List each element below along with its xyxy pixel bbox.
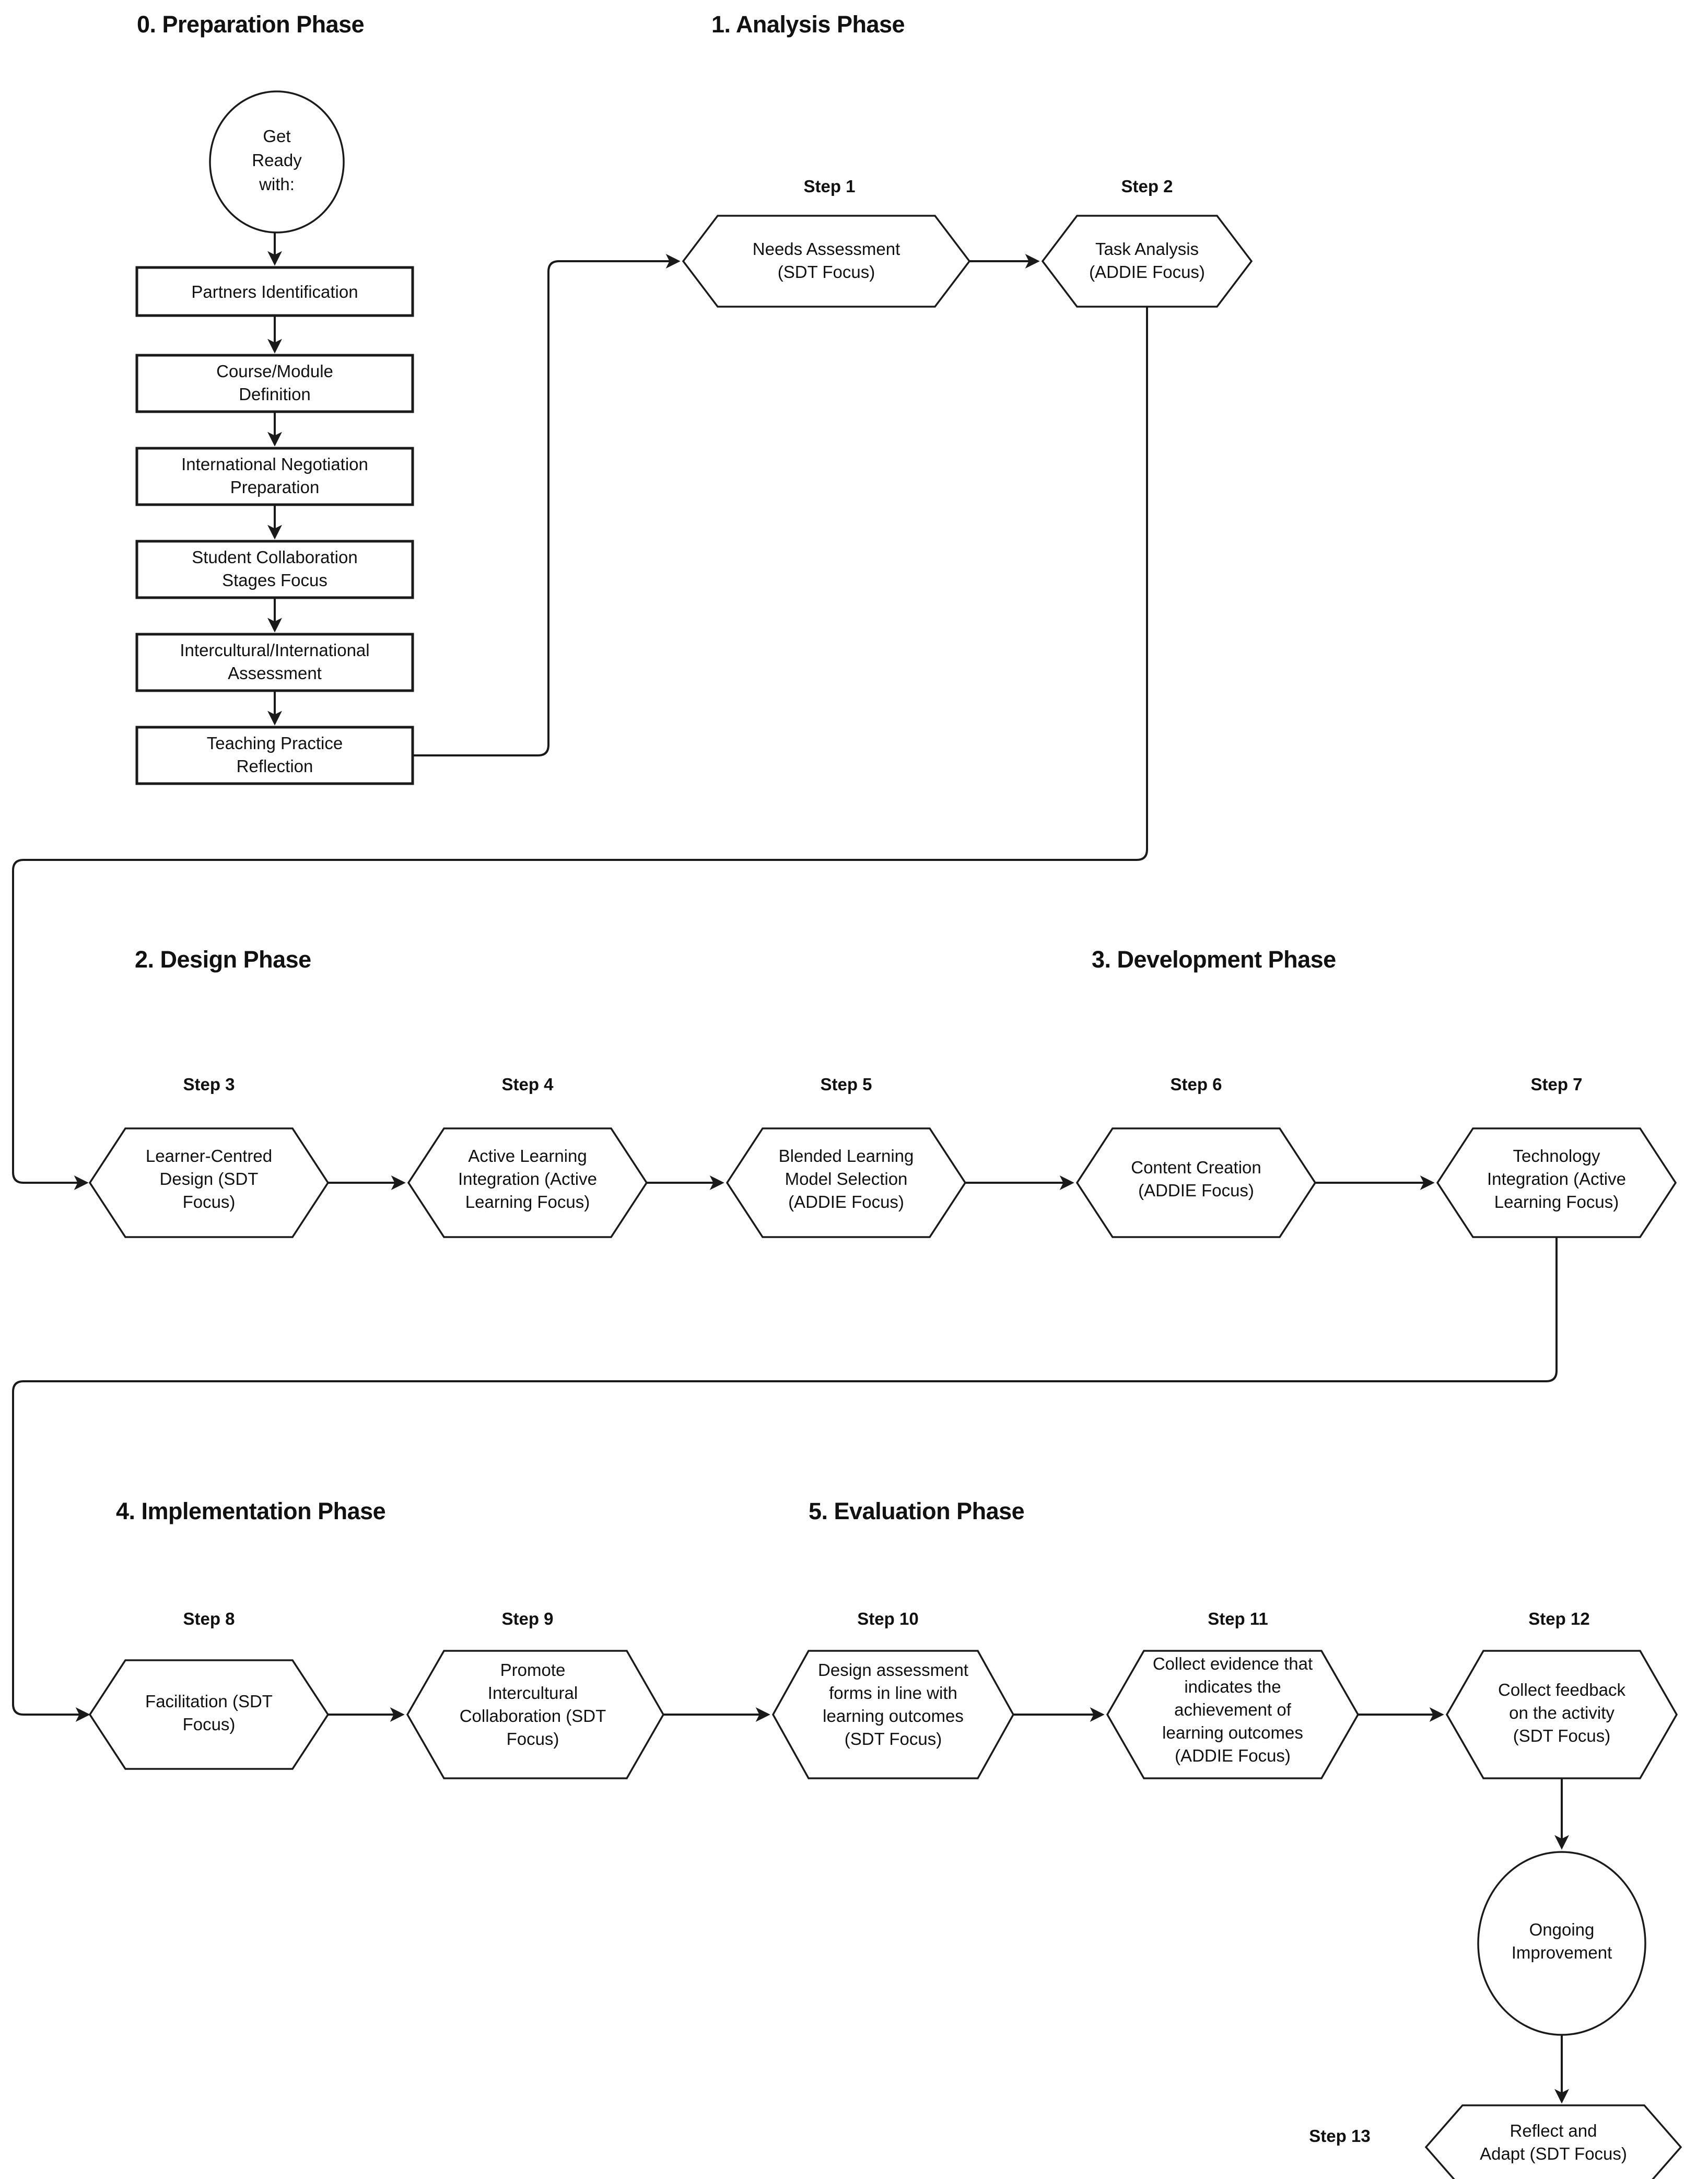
- prep-box-3-line-2: Preparation: [230, 477, 320, 497]
- step-11-line-5: (ADDIE Focus): [1175, 1746, 1291, 1765]
- phase-title-analysis: 1. Analysis Phase: [711, 11, 905, 38]
- step-4-title: Step 4: [501, 1075, 554, 1094]
- prep-box-course-module-definition[interactable]: Course/Module Definition: [135, 354, 414, 413]
- prep-box-5-line-2: Assessment: [228, 663, 322, 683]
- prep-box-teaching-practice-reflection[interactable]: Teaching Practice Reflection: [135, 726, 414, 785]
- step-7-line-3: Learning Focus): [1494, 1192, 1619, 1211]
- step-12-title: Step 12: [1528, 1609, 1589, 1628]
- step-4-line-3: Learning Focus): [465, 1192, 590, 1211]
- phase-title-evaluation: 5. Evaluation Phase: [809, 1498, 1024, 1524]
- step-13-node-reflect-and-adapt[interactable]: Reflect and Adapt (SDT Focus): [1424, 2104, 1682, 2179]
- step-8-line-2: Focus): [183, 1715, 236, 1734]
- step-3-line-1: Learner-Centred: [146, 1146, 272, 1166]
- step-9-title: Step 9: [501, 1609, 553, 1628]
- step-4-line-2: Integration (Active: [458, 1169, 597, 1188]
- step-13-title: Step 13: [1309, 2126, 1370, 2146]
- step-5-line-2: Model Selection: [785, 1169, 908, 1188]
- step-5-line-3: (ADDIE Focus): [788, 1192, 904, 1211]
- prep-box-partners-identification[interactable]: Partners Identification: [135, 266, 414, 317]
- step-6-line-2: (ADDIE Focus): [1138, 1181, 1254, 1200]
- ongoing-improvement-line-2: Improvement: [1512, 1943, 1612, 1962]
- step-11-line-4: learning outcomes: [1162, 1723, 1303, 1742]
- prep-box-6-line-2: Reflection: [237, 756, 313, 776]
- edge-step7-to-step8: [12, 1237, 1558, 1722]
- edge-step2-to-step3: [12, 307, 1148, 1190]
- step-9-node-promote-intercultural-collaboration[interactable]: Promote Intercultural Collaboration (SDT…: [406, 1650, 665, 1779]
- prep-box-6-line-1: Teaching Practice: [207, 733, 343, 753]
- prep-box-student-collaboration-stages-focus[interactable]: Student Collaboration Stages Focus: [135, 540, 414, 599]
- phase-title-implementation: 4. Implementation Phase: [116, 1498, 385, 1524]
- start-node-line-3: with:: [259, 174, 295, 194]
- step-8-title: Step 8: [183, 1609, 235, 1628]
- step-3-line-2: Design (SDT: [160, 1169, 259, 1188]
- phase-title-preparation: 0. Preparation Phase: [137, 11, 364, 38]
- step-12-line-2: on the activity: [1509, 1703, 1615, 1722]
- step-13-line-2: Adapt (SDT Focus): [1480, 2144, 1627, 2163]
- step-1-line-2: (SDT Focus): [778, 262, 875, 282]
- step-7-line-2: Integration (Active: [1487, 1169, 1626, 1188]
- prep-box-3-line-1: International Negotiation: [181, 455, 368, 474]
- step-3-node-learner-centred-design[interactable]: Learner-Centred Design (SDT Focus): [88, 1127, 330, 1238]
- step-12-line-3: (SDT Focus): [1513, 1726, 1610, 1745]
- step-7-node-technology-integration[interactable]: Technology Integration (Active Learning …: [1436, 1127, 1677, 1238]
- step-11-line-3: achievement of: [1174, 1700, 1292, 1719]
- step-5-line-1: Blended Learning: [779, 1146, 914, 1166]
- edge-reflection-to-step1: [413, 254, 681, 756]
- step-6-node-content-creation[interactable]: Content Creation (ADDIE Focus): [1075, 1127, 1317, 1238]
- prep-box-2-line-1: Course/Module: [216, 362, 333, 381]
- step-3-line-3: Focus): [183, 1192, 236, 1211]
- step-8-node-facilitation[interactable]: Facilitation (SDT Focus): [88, 1659, 330, 1770]
- start-node-line-1: Get: [263, 126, 290, 146]
- step-9-line-1: Promote: [500, 1660, 566, 1680]
- step-13-line-1: Reflect and: [1510, 2121, 1597, 2140]
- phase-title-development: 3. Development Phase: [1092, 946, 1336, 973]
- step-2-line-1: Task Analysis: [1095, 239, 1199, 259]
- step-2-title: Step 2: [1121, 177, 1173, 196]
- prep-box-intercultural-international-assessment[interactable]: Intercultural/International Assessment: [135, 633, 414, 692]
- prep-box-international-negotiation-preparation[interactable]: International Negotiation Preparation: [135, 447, 414, 506]
- prep-box-5-line-1: Intercultural/International: [180, 640, 369, 660]
- step-1-line-1: Needs Assessment: [753, 239, 900, 259]
- ongoing-improvement-node[interactable]: Ongoing Improvement: [1477, 1851, 1646, 2036]
- prep-box-4-line-2: Stages Focus: [222, 570, 327, 590]
- step-9-line-3: Collaboration (SDT: [460, 1706, 606, 1726]
- step-1-node-needs-assessment[interactable]: Needs Assessment (SDT Focus): [682, 215, 971, 308]
- step-12-line-1: Collect feedback: [1498, 1680, 1625, 1699]
- step-10-line-1: Design assessment: [818, 1660, 968, 1680]
- ongoing-improvement-line-1: Ongoing: [1529, 1920, 1595, 1939]
- step-11-title: Step 11: [1208, 1609, 1268, 1628]
- step-10-line-4: (SDT Focus): [845, 1729, 942, 1749]
- step-2-line-2: (ADDIE Focus): [1089, 262, 1205, 282]
- step-11-line-1: Collect evidence that: [1153, 1654, 1313, 1673]
- step-6-title: Step 6: [1170, 1075, 1222, 1094]
- start-node-line-2: Ready: [252, 150, 302, 170]
- step-3-title: Step 3: [183, 1075, 235, 1094]
- step-10-node-design-assessment-forms[interactable]: Design assessment forms in line with lea…: [771, 1650, 1015, 1779]
- step-2-node-task-analysis[interactable]: Task Analysis (ADDIE Focus): [1041, 215, 1253, 308]
- step-11-node-collect-evidence[interactable]: Collect evidence that indicates the achi…: [1106, 1650, 1360, 1779]
- phase-title-design: 2. Design Phase: [135, 946, 311, 973]
- step-5-node-blended-learning-model[interactable]: Blended Learning Model Selection (ADDIE …: [726, 1127, 967, 1238]
- step-7-title: Step 7: [1530, 1075, 1582, 1094]
- step-7-line-1: Technology: [1513, 1146, 1600, 1166]
- start-node-get-ready[interactable]: Get Ready with:: [209, 90, 345, 234]
- step-6-line-1: Content Creation: [1131, 1158, 1261, 1177]
- step-11-line-2: indicates the: [1184, 1677, 1281, 1696]
- step-5-title: Step 5: [820, 1075, 872, 1094]
- step-4-node-active-learning-integration[interactable]: Active Learning Integration (Active Lear…: [407, 1127, 648, 1238]
- step-10-line-2: forms in line with: [829, 1683, 957, 1703]
- step-4-line-1: Active Learning: [468, 1146, 587, 1166]
- prep-box-2-line-2: Definition: [239, 384, 311, 404]
- step-1-title: Step 1: [803, 177, 855, 196]
- step-8-line-1: Facilitation (SDT: [145, 1692, 273, 1711]
- step-12-node-collect-feedback[interactable]: Collect feedback on the activity (SDT Fo…: [1445, 1650, 1678, 1779]
- step-10-title: Step 10: [857, 1609, 918, 1628]
- step-10-line-3: learning outcomes: [823, 1706, 964, 1726]
- prep-box-4-line-1: Student Collaboration: [192, 547, 357, 567]
- step-9-line-4: Focus): [507, 1729, 559, 1749]
- step-9-line-2: Intercultural: [488, 1683, 578, 1703]
- prep-box-1-line-1: Partners Identification: [191, 282, 358, 301]
